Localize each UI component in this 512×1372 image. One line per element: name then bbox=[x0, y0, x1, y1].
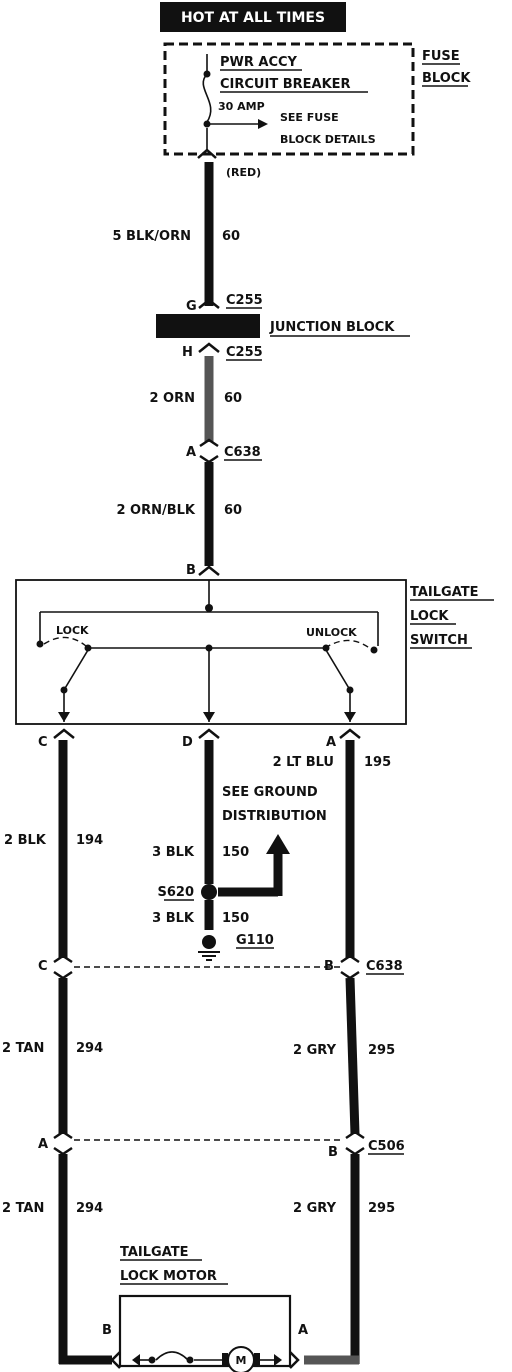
switch-top-terminal bbox=[198, 565, 220, 576]
ground-distribution-arrow bbox=[218, 834, 290, 897]
motor-symbol bbox=[227, 1346, 255, 1372]
c638-bottom-name: C638 bbox=[366, 959, 403, 974]
motor-internal-circuit bbox=[132, 1351, 282, 1367]
junction-top-connector bbox=[198, 298, 220, 309]
motor-pin-right: A bbox=[298, 1323, 308, 1338]
junction-block-label: JUNCTION BLOCK bbox=[269, 320, 395, 335]
fuse-block-label-2: BLOCK bbox=[422, 71, 471, 86]
c506-connector bbox=[53, 1130, 365, 1156]
see-fuse-arrow bbox=[258, 119, 268, 129]
wire-feed-circuit: 60 bbox=[222, 229, 240, 244]
switch-internal-circuit bbox=[36, 580, 379, 722]
wire-center-gauge: 3 BLK bbox=[152, 845, 195, 860]
motor-housing bbox=[118, 1294, 292, 1368]
c638-bottom-right-pin: B bbox=[324, 959, 334, 974]
switch-label-1: TAILGATE bbox=[410, 585, 479, 600]
wire-right-low-circuit: 295 bbox=[368, 1201, 395, 1216]
c638-top-connector bbox=[199, 438, 219, 464]
see-fuse-line-1: SEE FUSE bbox=[280, 111, 339, 124]
wire-right-mid-circuit: 295 bbox=[368, 1043, 395, 1058]
wire-right-mid-gauge: 2 GRY bbox=[293, 1043, 337, 1058]
ground-lower-gauge: 3 BLK bbox=[152, 911, 195, 926]
c506-name: C506 bbox=[368, 1139, 405, 1154]
amp-rating: 30 AMP bbox=[218, 100, 265, 113]
wire-right-upper-circuit: 195 bbox=[364, 755, 391, 770]
junction-bottom-connector bbox=[198, 342, 220, 353]
switch-unlock-label: UNLOCK bbox=[306, 626, 357, 639]
motor-label-1: TAILGATE bbox=[120, 1245, 189, 1260]
ground-symbol bbox=[198, 935, 220, 961]
breaker-label-2: CIRCUIT BREAKER bbox=[220, 77, 351, 92]
wire-orn-circuit: 60 bbox=[224, 391, 242, 406]
junction-top-pin: G bbox=[186, 299, 197, 314]
wire-right-upper-gauge: 2 LT BLU bbox=[273, 755, 334, 770]
fuse-terminal bbox=[197, 148, 217, 159]
wire-left-mid-gauge: 2 TAN bbox=[2, 1041, 44, 1056]
see-fuse-line-2: BLOCK DETAILS bbox=[280, 133, 376, 146]
junction-bottom-connector-name: C255 bbox=[226, 345, 263, 360]
terminal-color: (RED) bbox=[226, 166, 261, 179]
header-title: HOT AT ALL TIMES bbox=[181, 10, 325, 26]
wire-left-low-circuit: 294 bbox=[76, 1201, 103, 1216]
junction-bottom-pin: H bbox=[182, 345, 193, 360]
ground-point-label: G110 bbox=[236, 933, 274, 948]
wire-orn-gauge: 2 ORN bbox=[149, 391, 195, 406]
circuit-breaker-symbol bbox=[202, 54, 212, 150]
c506-left-pin: A bbox=[38, 1137, 48, 1152]
switch-housing bbox=[15, 579, 407, 725]
junction-top-connector-name: C255 bbox=[226, 293, 263, 308]
wire-left-upper-circuit: 194 bbox=[76, 833, 103, 848]
c638-top-name: C638 bbox=[224, 445, 261, 460]
splice-s620-label: S620 bbox=[158, 885, 195, 900]
c638-bottom-connector bbox=[53, 954, 360, 980]
junction-block-bar bbox=[156, 314, 260, 338]
switch-label-2: LOCK bbox=[410, 609, 449, 624]
wire-left-mid-circuit: 294 bbox=[76, 1041, 103, 1056]
fuse-block-label-1: FUSE bbox=[422, 49, 460, 64]
motor-label-2: LOCK MOTOR bbox=[120, 1269, 217, 1284]
wire-left-upper-gauge: 2 BLK bbox=[4, 833, 47, 848]
wire-feed-gauge: 5 BLK/ORN bbox=[112, 229, 191, 244]
see-ground-line-1: SEE GROUND bbox=[222, 785, 318, 800]
ground-lower-circuit: 150 bbox=[222, 911, 249, 926]
wire-right-low-gauge: 2 GRY bbox=[293, 1201, 337, 1216]
splice-s620 bbox=[201, 884, 217, 900]
switch-pin-center: D bbox=[182, 735, 193, 750]
header-banner bbox=[160, 2, 346, 32]
c638-top-pin: A bbox=[186, 445, 196, 460]
switch-lock-label: LOCK bbox=[56, 624, 89, 637]
see-ground-line-2: DISTRIBUTION bbox=[222, 809, 327, 824]
motor-symbol-label: M bbox=[236, 1354, 247, 1367]
fuse-block-outline bbox=[163, 42, 415, 156]
breaker-label-1: PWR ACCY bbox=[220, 55, 298, 70]
wire-left-low-gauge: 2 TAN bbox=[2, 1201, 44, 1216]
wire-orn-blk-circuit: 60 bbox=[224, 503, 242, 518]
switch-pin-left: C bbox=[38, 735, 48, 750]
c506-right-pin: B bbox=[328, 1145, 338, 1160]
motor-pin-left: B bbox=[102, 1323, 112, 1338]
switch-pin-right: A bbox=[326, 735, 336, 750]
wire-center-circuit: 150 bbox=[222, 845, 249, 860]
wire-orn-blk-gauge: 2 ORN/BLK bbox=[116, 503, 195, 518]
switch-label-3: SWITCH bbox=[410, 633, 468, 648]
c638-bottom-left-pin: C bbox=[38, 959, 48, 974]
switch-top-pin: B bbox=[186, 563, 196, 578]
